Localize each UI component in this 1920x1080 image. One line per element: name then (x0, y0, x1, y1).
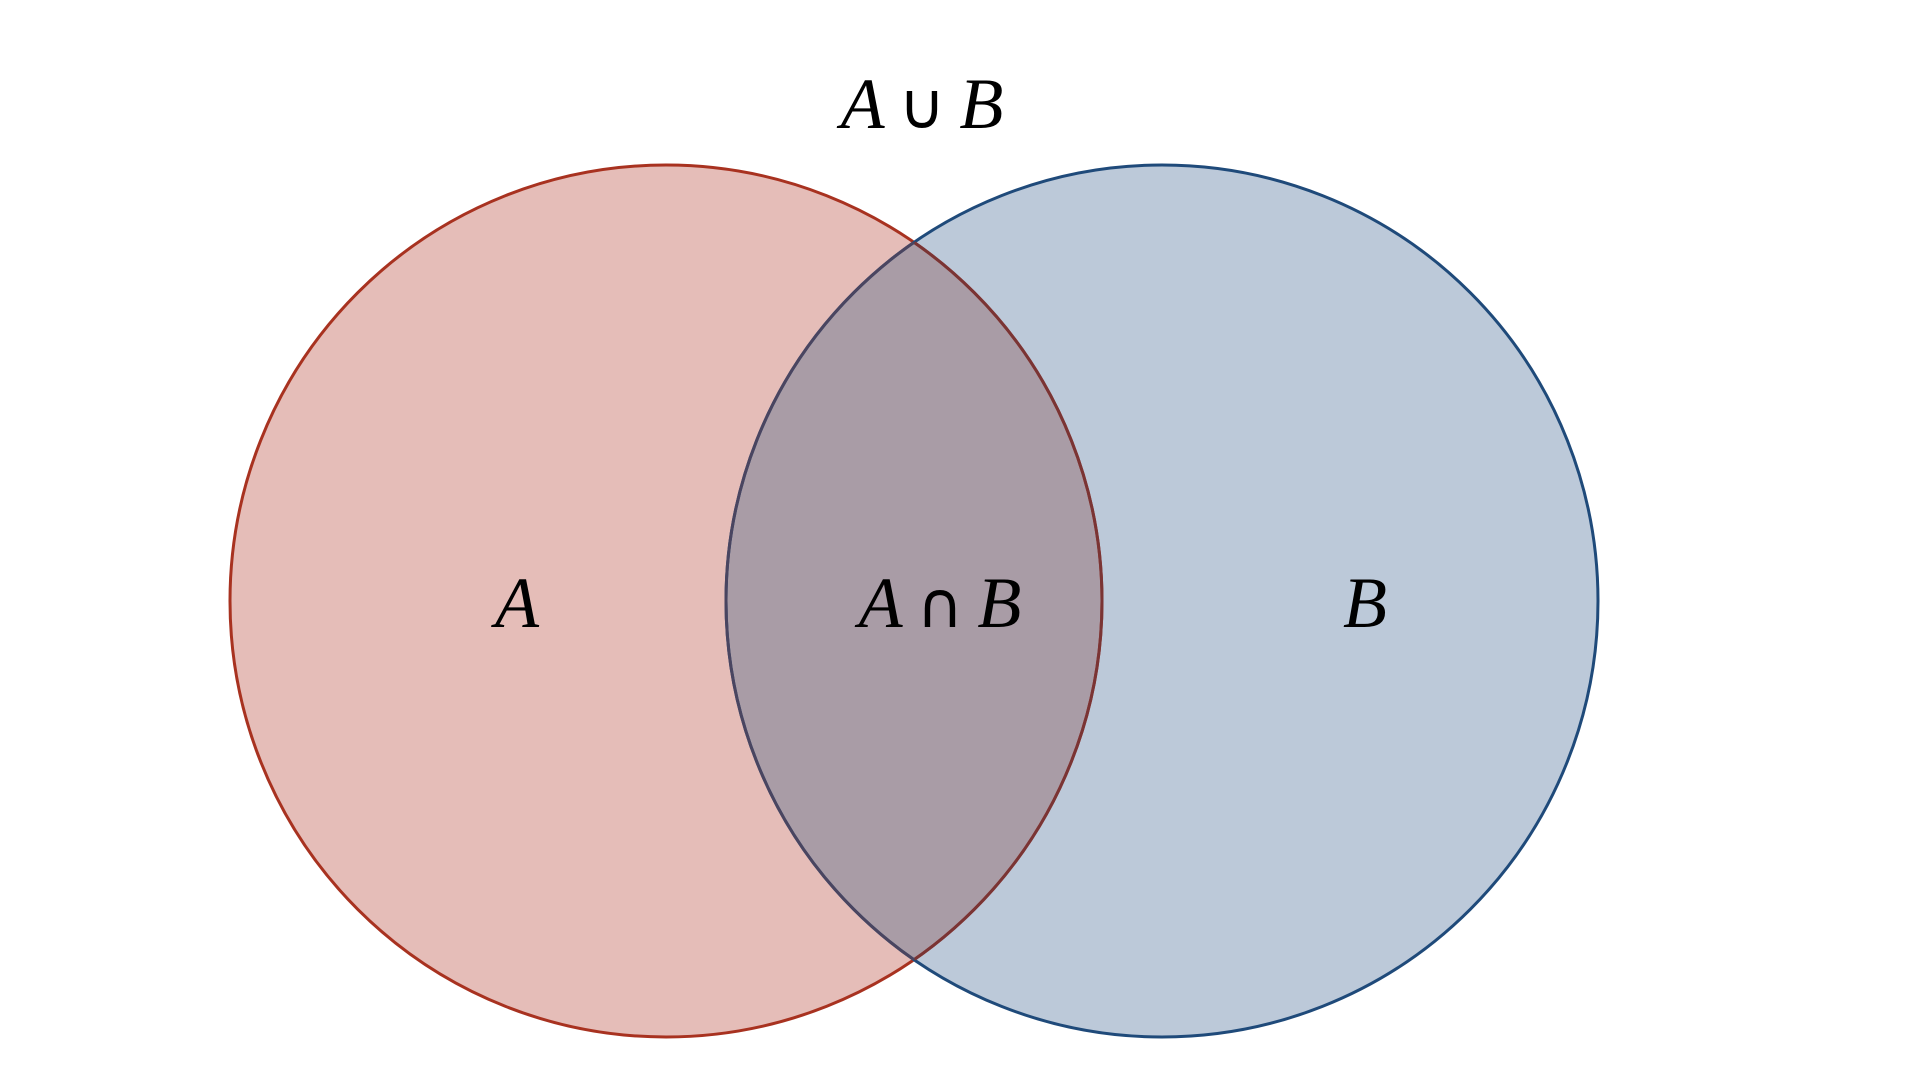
set-a-label: A (491, 563, 540, 643)
set-b-outline-inner (724, 165, 1102, 1037)
set-a-outline-inner (726, 165, 1104, 1037)
intersection-region (726, 165, 1102, 1037)
union-title: A∪B (837, 64, 1004, 144)
set-b-label: B (1343, 563, 1387, 643)
intersection-label: A∩B (855, 563, 1022, 643)
